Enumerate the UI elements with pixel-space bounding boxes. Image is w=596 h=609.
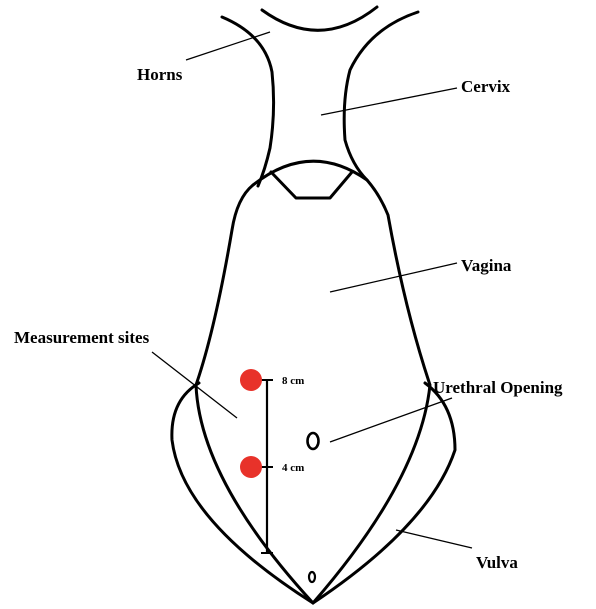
horns-top-arc <box>262 7 377 30</box>
vagina-leader <box>330 263 457 292</box>
cervix-leader <box>321 88 457 115</box>
cervix-notch <box>271 172 352 198</box>
label-vulva: Vulva <box>476 553 518 572</box>
vulva-opening-mark <box>309 572 315 582</box>
urethral-opening-leader <box>330 398 452 442</box>
label-cervix: Cervix <box>461 77 511 96</box>
label-measurement-sites: Measurement sites <box>14 328 150 347</box>
scale-label-4cm: 4 cm <box>282 462 304 474</box>
measurement-site-4cm-dot <box>240 456 262 478</box>
horns-leader <box>186 32 270 60</box>
label-urethral-opening: Urethral Opening <box>433 378 563 397</box>
scale-label-8cm: 8 cm <box>282 375 304 387</box>
horns-right-arm <box>344 12 418 180</box>
label-horns: Horns <box>137 65 183 84</box>
measurement-site-8cm-dot <box>240 369 262 391</box>
horns-left-arm <box>222 17 274 186</box>
label-vagina: Vagina <box>461 256 512 275</box>
measurement-sites-leader <box>152 352 237 418</box>
vulva-right-lip <box>313 383 455 603</box>
vulva-left-lip <box>172 383 313 603</box>
vulva-leader <box>396 530 472 548</box>
urethral-opening-mark <box>308 433 319 449</box>
